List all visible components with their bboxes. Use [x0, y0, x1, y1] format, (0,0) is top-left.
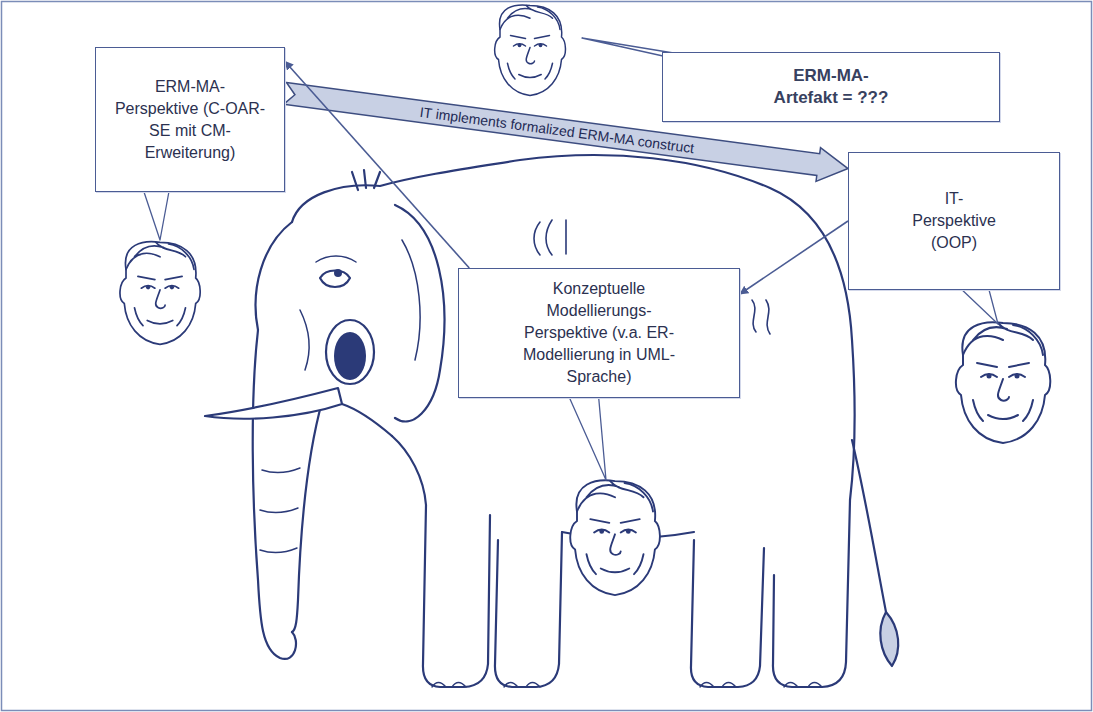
- face: [495, 5, 566, 96]
- elephant-trunk: [253, 330, 296, 659]
- elephant-trunk: [292, 402, 322, 632]
- elephant-ear: [402, 240, 420, 360]
- callout-text: ERM-MA- Artefakt = ???: [764, 65, 899, 109]
- elephant-leg: [691, 540, 764, 687]
- elephant-mouth: [326, 320, 374, 384]
- trunk-wrinkles: [260, 468, 300, 553]
- speech-tail: [142, 186, 170, 240]
- elephant-hair: [352, 170, 380, 190]
- elephant-head: [256, 222, 292, 330]
- connector-arrow: [285, 62, 469, 269]
- connector-arrow: [740, 221, 848, 294]
- elephant-pupil: [334, 269, 342, 277]
- elephant-chin: [342, 404, 392, 436]
- elephant-leg: [773, 500, 850, 687]
- speech-tail: [958, 286, 998, 324]
- tail-tuft: [880, 612, 898, 666]
- callout-text: IT- Perspektive (OOP): [904, 188, 1004, 254]
- elephant-back: [292, 155, 855, 500]
- elephant-leg: [392, 436, 490, 687]
- callout-text: ERM-MA- Perspektive (C-OAR-SE mit CM-Erw…: [113, 76, 268, 164]
- elephant-ear: [395, 205, 444, 421]
- elephant-brow: [316, 256, 356, 262]
- body-wrinkles: [752, 300, 770, 334]
- speech-tail: [566, 390, 606, 480]
- face: [120, 242, 200, 345]
- callout-box: ERM-MA- Perspektive (C-OAR-SE mit CM-Erw…: [95, 47, 285, 192]
- elephant-tail: [852, 440, 886, 612]
- callout-box: ERM-MA- Artefakt = ???: [662, 52, 1000, 122]
- face: [956, 322, 1050, 443]
- elephant-mouth: [334, 332, 366, 380]
- face: [570, 480, 660, 595]
- callout-text: Konzeptuelle Modellierungs- Perspektive …: [504, 278, 694, 388]
- body-wrinkles: [534, 220, 566, 255]
- edge-label: IT implements formalized ERM-MA construc…: [414, 103, 698, 157]
- callout-box: IT- Perspektive (OOP): [848, 152, 1060, 290]
- elephant-tusk: [205, 388, 342, 419]
- elephant-cheek: [300, 310, 309, 370]
- callout-box: Konzeptuelle Modellierungs- Perspektive …: [458, 268, 740, 398]
- toenails: [432, 683, 822, 688]
- elephant-leg: [495, 532, 562, 687]
